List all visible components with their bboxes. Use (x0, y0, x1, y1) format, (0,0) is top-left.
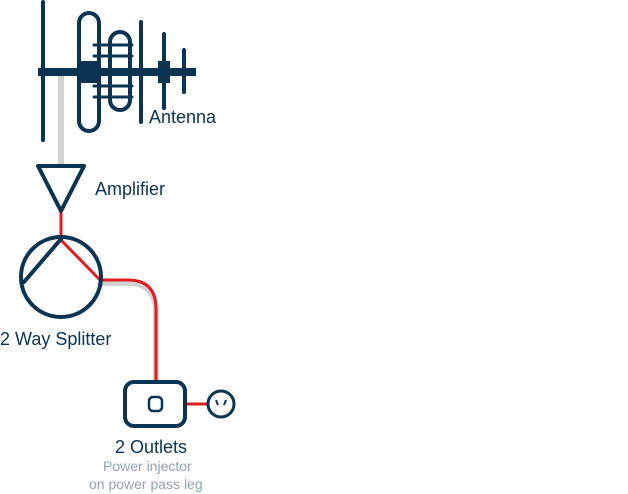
splitter-label: 2 Way Splitter (0, 329, 112, 349)
splitter-icon (19, 235, 103, 319)
wall-outlet-icon (123, 380, 187, 428)
splitter-to-outlet-signal (100, 278, 158, 382)
amplifier-icon (36, 164, 86, 213)
outlets-label: 2 Outlets (115, 437, 188, 457)
antenna-icon (38, 0, 196, 142)
splitter-branch-signal (59, 238, 102, 282)
antenna-label: Antenna (149, 107, 217, 127)
power-pass-leg-note: on power pass leg (89, 476, 203, 492)
power-injector-note: Power injector (103, 458, 192, 474)
amplifier-label: Amplifier (95, 179, 166, 199)
power-injector-icon (206, 389, 236, 419)
signal-lines (59, 210, 208, 406)
